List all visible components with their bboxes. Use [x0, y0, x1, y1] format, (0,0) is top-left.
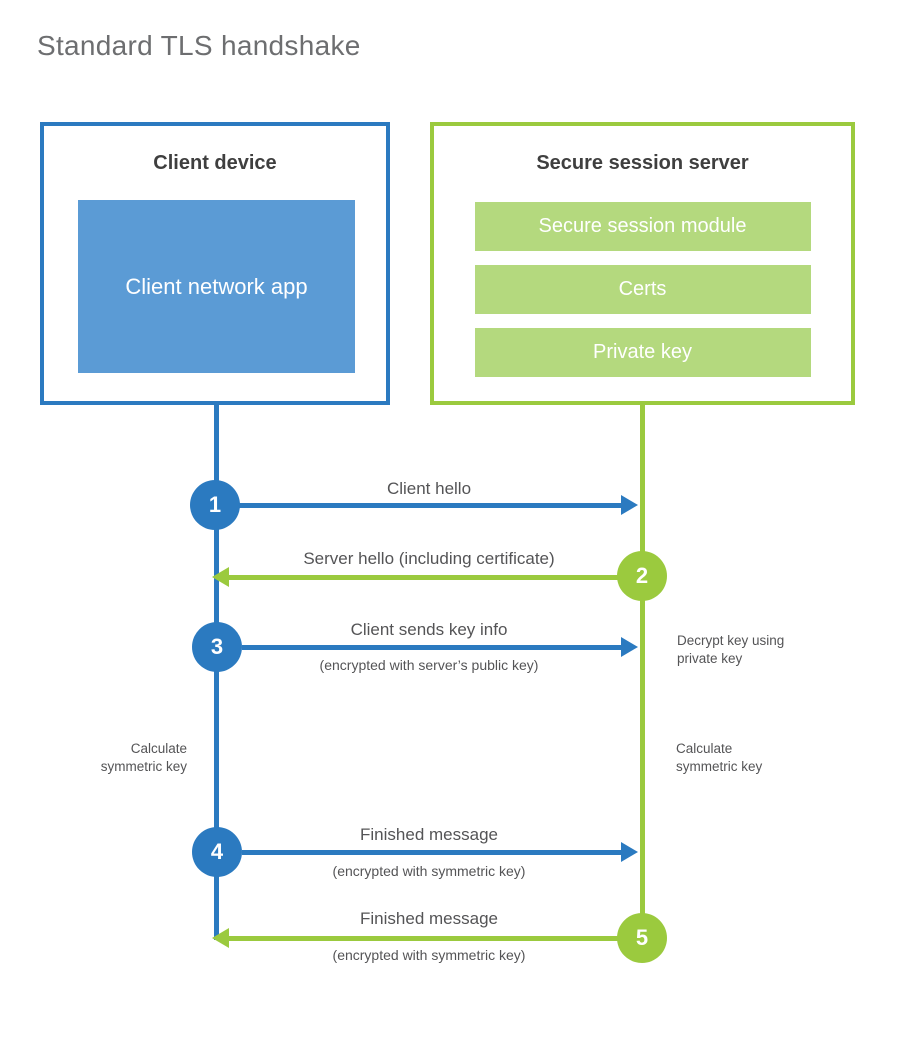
arrow-shaft	[229, 574, 618, 580]
note-calculate-symmetric-key-server: Calculate symmetric key	[676, 741, 763, 774]
arrowhead-left-icon	[212, 928, 229, 948]
arrowhead-right-icon	[621, 637, 638, 657]
server-lifeline	[640, 405, 645, 940]
server-box-title: Secure session server	[536, 152, 749, 174]
step-2-label: Server hello (including certificate)	[303, 549, 555, 568]
arrowhead-right-icon	[621, 842, 638, 862]
step-3-sublabel: (encrypted with server’s public key)	[319, 657, 539, 673]
server-modules-list: Secure session module Certs Private key	[434, 202, 851, 377]
step-5-arrow-left-icon	[212, 928, 618, 948]
note-calculate-symmetric-key-client: Calculate symmetric key	[100, 741, 187, 774]
client-lifeline	[214, 405, 219, 940]
step-3-badge: 3	[192, 622, 242, 672]
arrowhead-right-icon	[621, 495, 638, 515]
arrow-shaft	[229, 935, 618, 941]
arrow-shaft	[242, 644, 621, 650]
step-4-arrow-right-icon	[242, 842, 638, 862]
arrow-shaft	[242, 849, 621, 855]
client-network-app-block: Client network app	[78, 200, 355, 373]
client-box-title: Client device	[153, 152, 277, 174]
note-decrypt-key: Decrypt key using private key	[677, 633, 785, 666]
arrowhead-left-icon	[212, 567, 229, 587]
step-2-badge: 2	[617, 551, 667, 601]
step-3-arrow-right-icon	[242, 637, 638, 657]
secure-session-server-box: Secure session server Secure session mod…	[430, 122, 855, 405]
step-1-label: Client hello	[386, 479, 472, 498]
server-module-private-key: Private key	[474, 328, 811, 377]
step-3-label: Client sends key info	[350, 620, 508, 639]
client-network-app-label: Client network app	[125, 273, 308, 299]
client-device-box: Client device Client network app	[40, 122, 390, 405]
step-5-sublabel: (encrypted with symmetric key)	[332, 947, 526, 963]
step-5-badge: 5	[617, 913, 667, 963]
step-5-label: Finished message	[360, 909, 498, 928]
step-4-badge: 4	[192, 827, 242, 877]
step-4-sublabel: (encrypted with symmetric key)	[332, 863, 526, 879]
step-4-label: Finished message	[360, 825, 498, 844]
step-2-arrow-left-icon	[212, 567, 618, 587]
page-title: Standard TLS handshake	[37, 30, 361, 61]
step-1-badge: 1	[190, 480, 240, 530]
arrow-shaft	[238, 502, 621, 508]
server-module-certs: Certs	[474, 265, 811, 314]
step-1-arrow-right-icon	[238, 495, 638, 515]
server-module-secure-session: Secure session module	[474, 202, 811, 251]
